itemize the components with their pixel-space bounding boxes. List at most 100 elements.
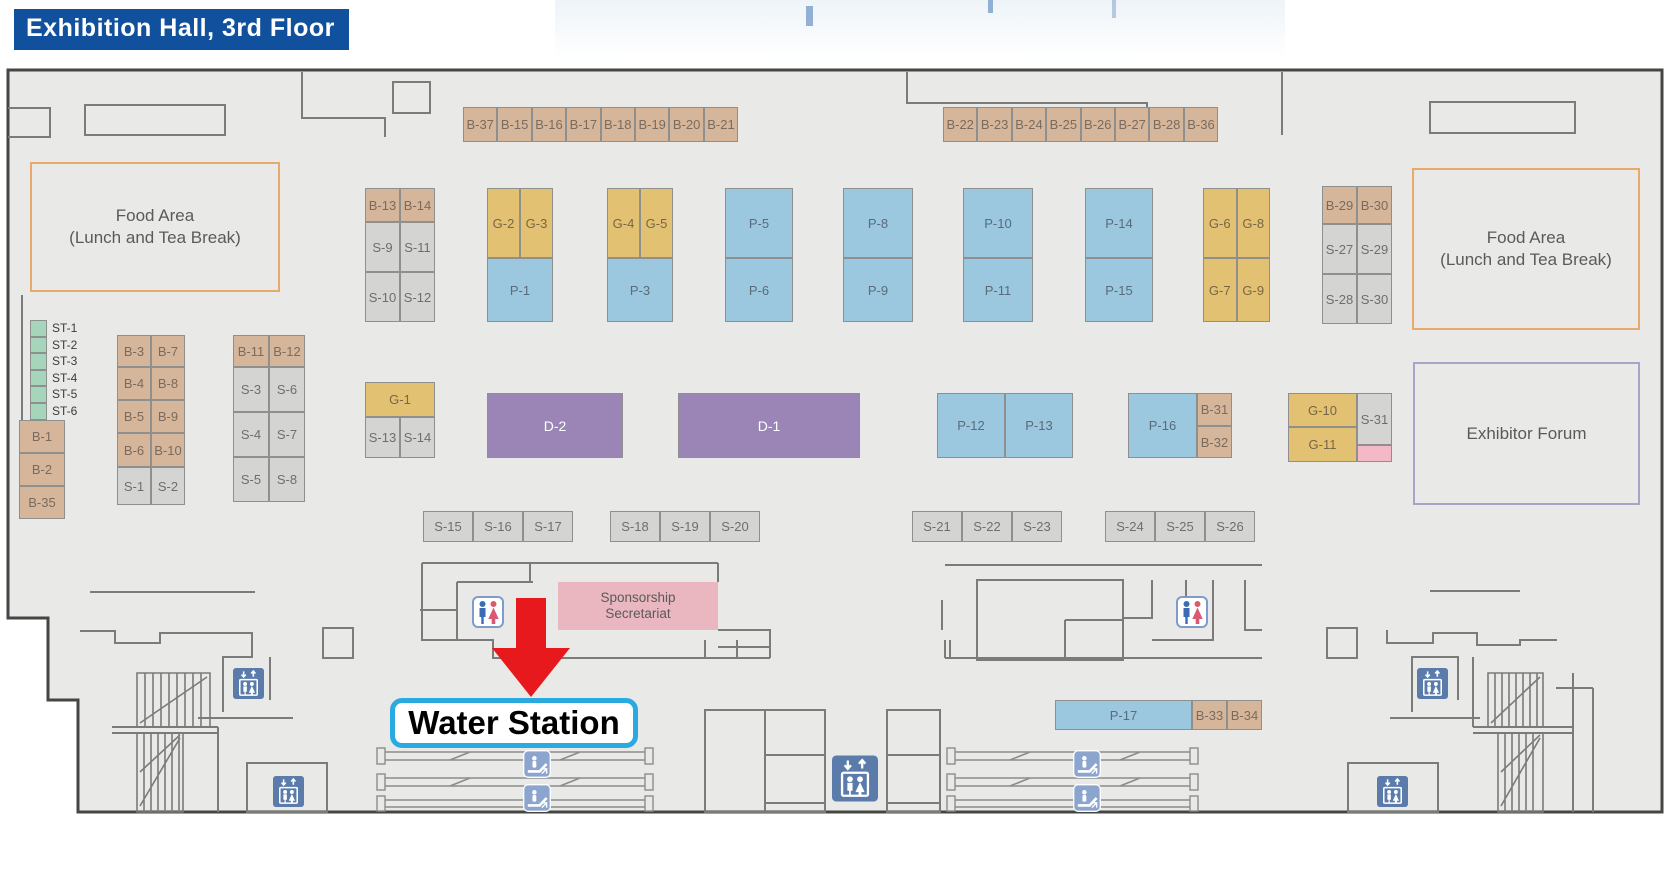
booth-b-19: B-19 — [635, 107, 670, 142]
booth-b-8: B-8 — [151, 367, 185, 400]
booth-s-26: S-26 — [1205, 511, 1255, 542]
escalator-icon — [522, 750, 552, 778]
booth-b-27: B-27 — [1115, 107, 1150, 142]
restroom-icon — [1176, 596, 1208, 628]
food-area-subtitle: (Lunch and Tea Break) — [69, 228, 241, 247]
booth-b-23: B-23 — [977, 107, 1012, 142]
booth-p-13: P-13 — [1005, 393, 1073, 458]
booth-b-37: B-37 — [463, 107, 498, 142]
booth-b-9: B-9 — [151, 400, 185, 433]
booth-s-1: S-1 — [117, 467, 151, 505]
elevator-icon — [273, 775, 304, 808]
booth-s-20: S-20 — [710, 511, 760, 542]
booth-p-17: P-17 — [1055, 700, 1192, 730]
booth-b-20: B-20 — [669, 107, 704, 142]
food-area-title: Food Area — [115, 205, 195, 225]
sponsorship-secretariat-label-2: Secretariat — [605, 606, 671, 621]
booth-b-26: B-26 — [1080, 107, 1115, 142]
booth-st-3 — [30, 353, 47, 370]
booth-p-8: P-8 — [843, 188, 913, 258]
booth-b-31: B-31 — [1197, 393, 1232, 426]
booth-s-31: S-31 — [1357, 393, 1392, 445]
booth-s-11: S-11 — [400, 222, 435, 272]
booth-p-16: P-16 — [1128, 393, 1197, 458]
booth-b-33: B-33 — [1192, 700, 1227, 730]
exhibitor-forum: Exhibitor Forum — [1413, 362, 1640, 505]
booth-p-14: P-14 — [1085, 188, 1153, 258]
top-decor-mark — [1112, 0, 1116, 18]
booth-g-2: G-2 — [487, 188, 520, 258]
booth-st-5 — [30, 386, 47, 403]
sponsorship-secretariat-label-1: Sponsorship — [600, 589, 676, 605]
booth-s-9: S-9 — [365, 222, 400, 272]
booth-d-1: D-1 — [678, 393, 860, 458]
booth-s-10: S-10 — [365, 272, 400, 322]
booth-b-1: B-1 — [19, 420, 65, 453]
restroom-icon — [472, 596, 504, 628]
booth-st-4 — [30, 369, 47, 387]
booth-g-4: G-4 — [607, 188, 640, 258]
elevator-icon — [1377, 775, 1408, 808]
food-area-left: Food Area (Lunch and Tea Break) — [30, 162, 280, 292]
booth-b-17: B-17 — [566, 107, 601, 142]
booth-s-17: S-17 — [523, 511, 573, 542]
booth-d-2: D-2 — [487, 393, 623, 458]
escalator-icon — [522, 784, 552, 812]
booth-s-15: S-15 — [423, 511, 473, 542]
booth-st-1 — [30, 320, 47, 337]
booth-b-18: B-18 — [600, 107, 635, 142]
food-area-title: Food Area — [1486, 227, 1566, 247]
booth-g-5: G-5 — [640, 188, 673, 258]
booth-s-7: S-7 — [269, 412, 305, 457]
booth-g-6: G-6 — [1203, 188, 1237, 258]
booth-s-23: S-23 — [1012, 511, 1062, 542]
exhibitor-forum-label: Exhibitor Forum — [1466, 423, 1587, 443]
booth-st-6 — [30, 403, 47, 420]
booth-st-2 — [30, 336, 47, 354]
food-area-subtitle: (Lunch and Tea Break) — [1440, 250, 1612, 269]
booth-p-1: P-1 — [487, 258, 553, 322]
booth-b-22: B-22 — [943, 107, 978, 142]
booth-s-13: S-13 — [365, 417, 400, 458]
booth-b-34: B-34 — [1227, 700, 1262, 730]
booth-p-15: P-15 — [1085, 258, 1153, 322]
booth-s-6: S-6 — [269, 367, 305, 412]
booth-p-10: P-10 — [963, 188, 1033, 258]
booth-b-21: B-21 — [703, 107, 739, 142]
booth-b-6: B-6 — [117, 433, 151, 467]
booth-s-2: S-2 — [151, 467, 185, 505]
elevator-icon — [832, 754, 878, 803]
booth-b-32: B-32 — [1197, 426, 1232, 458]
top-decor-band — [555, 0, 1285, 60]
booth-b-15: B-15 — [497, 107, 532, 142]
booth-s-29: S-29 — [1357, 224, 1392, 274]
booth-p-12: P-12 — [937, 393, 1005, 458]
booth-p-9: P-9 — [843, 258, 913, 322]
booth-b-11: B-11 — [233, 335, 269, 367]
booth-s-21: S-21 — [912, 511, 962, 542]
booth-p-3: P-3 — [607, 258, 673, 322]
booth-b-28: B-28 — [1149, 107, 1184, 142]
booth-unlabeled — [1357, 445, 1392, 462]
escalator-icon — [1072, 750, 1102, 778]
booth-b-24: B-24 — [1011, 107, 1047, 142]
booth-label-st-4: ST-4 — [52, 370, 78, 385]
booth-label-st-6: ST-6 — [52, 404, 78, 418]
booth-g-8: G-8 — [1236, 188, 1270, 258]
booth-b-14: B-14 — [400, 188, 435, 222]
booth-b-3: B-3 — [117, 335, 151, 367]
booth-label-st-2: ST-2 — [52, 337, 78, 352]
page-title: Exhibition Hall, 3rd Floor — [14, 9, 349, 50]
booth-b-13: B-13 — [365, 188, 400, 222]
water-station-label: Water Station — [408, 704, 620, 741]
booth-s-5: S-5 — [233, 457, 269, 502]
elevator-icon — [1417, 667, 1448, 700]
booth-label-st-1: ST-1 — [52, 321, 78, 335]
booth-g-10: G-10 — [1288, 393, 1357, 427]
booth-label-st-5: ST-5 — [52, 387, 78, 402]
booth-s-28: S-28 — [1322, 274, 1357, 324]
booth-b-25: B-25 — [1046, 107, 1081, 142]
booth-b-4: B-4 — [117, 367, 151, 400]
booth-s-24: S-24 — [1105, 511, 1155, 542]
